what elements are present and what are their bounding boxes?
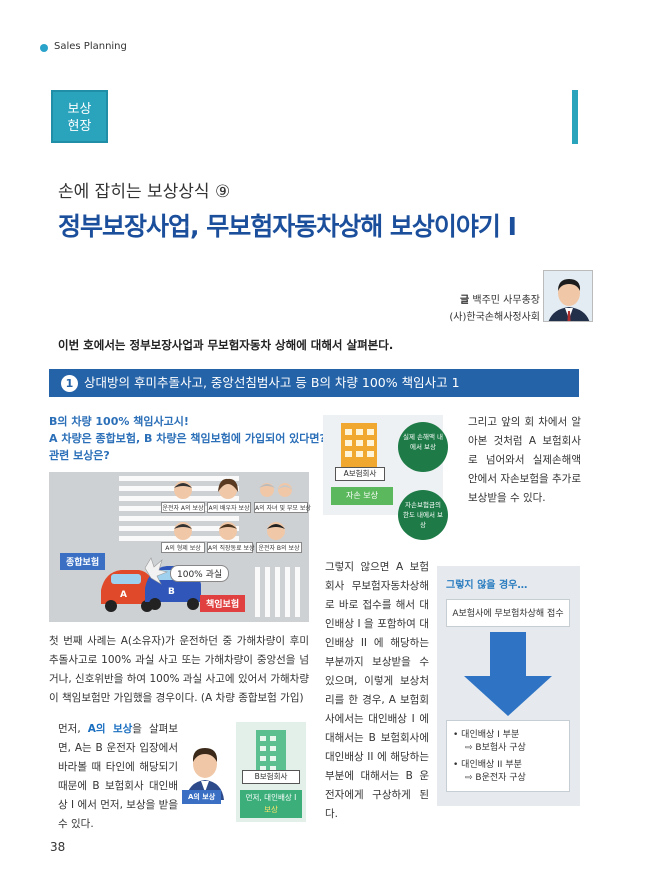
article-subtitle: 손에 잡히는 보상상식 ⑨ xyxy=(58,182,231,202)
label-driver-b: 운전자 B의 보상 xyxy=(256,542,302,553)
down-arrow-icon xyxy=(460,632,556,716)
b-insurer-note: 먼저, 대인배상 I 보상 xyxy=(240,790,302,818)
flow-item2: • 대인배상 II 부분 xyxy=(453,760,522,770)
person-a-label: A의 보상 xyxy=(182,790,222,804)
article-title: 정부보장사업, 무보험자동차상해 보상이야기 I xyxy=(58,212,517,241)
body-paragraph-3: 그리고 앞의 회 차에서 알아본 것처럼 A 보험회사로 넘어와서 실제손해액 … xyxy=(468,416,581,504)
flow-step-1: A보험사에 무보험차상해 접수 xyxy=(446,599,570,627)
label-coworker-a: A의 직장동료 보상 xyxy=(207,542,255,553)
b-insurer-label: B보험회사 xyxy=(242,770,300,784)
flow-item1: • 대인배상 I 부분 xyxy=(453,730,520,740)
section-number: 1 xyxy=(61,375,78,392)
intro-text: 이번 호에서는 정부보장사업과 무보험자동차 상해에 대해서 살펴본다. xyxy=(58,338,394,352)
flow-title: 그렇지 않을 경우… xyxy=(446,580,528,591)
car-b-label: B xyxy=(168,587,175,597)
label-family-a: A의 자녀 및 부모 보상 xyxy=(254,502,311,513)
header-bullet-icon xyxy=(40,44,48,52)
flow-item2-sub: ⇨ B운전자 구상 xyxy=(465,773,526,783)
fault-label: 100% 과실 xyxy=(170,565,230,582)
note-line1: 먼저, 대인배상 I xyxy=(245,793,297,802)
category-badge: 보상 현장 xyxy=(51,90,108,143)
a-insurer-label: A보험회사 xyxy=(335,467,385,481)
flow-item1-sub: ⇨ B보험사 구상 xyxy=(465,743,526,753)
tag-liability: 책임보험 xyxy=(200,595,246,612)
question-line1: B의 차량 100% 책임사고시! xyxy=(49,415,189,428)
badge-line2: 현장 xyxy=(67,119,92,134)
note-line2: 보상 xyxy=(264,805,278,814)
section-heading: 1 상대방의 후미추돌사고, 중앙선침범사고 등 B의 차량 100% 책임사고 … xyxy=(49,369,579,397)
author-photo xyxy=(543,270,593,322)
question-line3: 관련 보상은? xyxy=(49,449,110,462)
people-grid: 운전자 A의 보상 A의 배우자 보상 A의 자녀 및 부모 보상 A의 형제 … xyxy=(161,478,311,558)
b-insurer-panel: B보험회사 먼저, 대인배상 I 보상 xyxy=(236,722,306,822)
bubble-actual-loss: 실제 손해액 내에서 보상 xyxy=(398,422,448,472)
author-org: (사)한국손해사정사회 xyxy=(449,312,540,323)
accent-bar xyxy=(572,90,578,144)
label-spouse-a: A의 배우자 보상 xyxy=(207,502,251,513)
label-sibling-a: A의 형제 보상 xyxy=(161,542,205,553)
body-paragraph-1: 첫 번째 사례는 A(소유자)가 운전하던 중 가해차량이 후미추돌사고로 10… xyxy=(49,635,309,704)
para2-pre: 먼저, xyxy=(58,723,88,735)
page-number: 38 xyxy=(50,840,66,854)
flow-step-2: • 대인배상 I 부분 ⇨ B보험사 구상 • 대인배상 II 부분 ⇨ B운전… xyxy=(446,720,570,792)
label-driver-a: 운전자 A의 보상 xyxy=(161,502,205,513)
author-prefix: 글 xyxy=(460,295,470,306)
section-heading-text: 상대방의 후미추돌사고, 중앙선침범사고 등 B의 차량 100% 책임사고 1 xyxy=(84,375,460,390)
badge-line1: 보상 xyxy=(67,102,92,117)
a-coverage-tag: 자손 보상 xyxy=(331,487,393,505)
body-paragraph-2: 먼저, A의 보상을 살펴보면, A는 B 운전자 입장에서 바라볼 때 타인에… xyxy=(58,720,178,834)
body-paragraph-4: 그렇지 않으면 A 보험회사 무보험자동차상해로 바로 접수를 해서 대인배상 … xyxy=(325,561,429,820)
tag-comprehensive: 종합보험 xyxy=(60,553,106,570)
section-label: Sales Planning xyxy=(54,41,127,52)
bubble-limit: 자손보험금의 한도 내에서 보상 xyxy=(398,490,448,540)
question-line2: A 차량은 종합보험, B 차량은 책임보험에 가입되어 있다면? xyxy=(49,432,326,445)
car-a-label: A xyxy=(120,590,127,600)
author-name: 백주민 사무총장 xyxy=(472,295,540,306)
para2-highlight: A의 보상 xyxy=(87,723,133,735)
author-line: 글 백주민 사무총장 xyxy=(430,291,540,306)
para2-post: 을 살펴보면, A는 B 운전자 입장에서 바라볼 때 타인에 해당되기 때문에… xyxy=(58,723,178,830)
